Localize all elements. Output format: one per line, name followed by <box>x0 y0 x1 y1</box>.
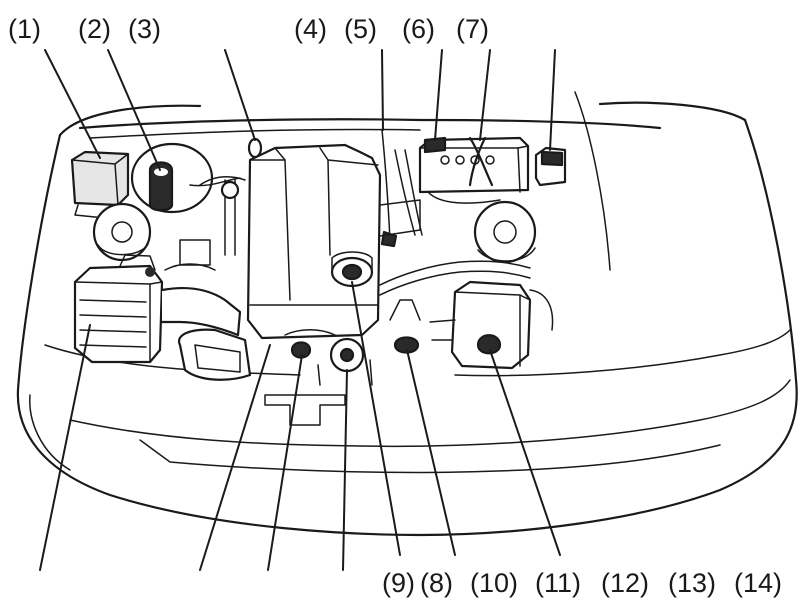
brake-master-cylinder <box>130 142 241 214</box>
callout-4: (4) <box>294 14 327 44</box>
callout-8: (8) <box>420 568 453 598</box>
leader-9 <box>199 344 271 571</box>
leader-lines-top <box>44 49 556 171</box>
leader-5 <box>434 49 443 141</box>
battery <box>418 136 530 204</box>
callout-labels-bottom: (9) (8) (10) (11) (12) (13) (14) <box>382 568 782 598</box>
callout-labels-top: (1) (2) (3) (4) (5) (6) (7) <box>8 14 489 44</box>
callout-11: (11) <box>535 568 581 598</box>
engine-right-hoses <box>379 149 531 296</box>
leader-8 <box>39 324 91 571</box>
dipstick <box>380 129 398 248</box>
callout-3: (3) <box>128 14 161 44</box>
vehicle-body-outline <box>16 91 798 537</box>
radiator-cap-area <box>389 299 421 354</box>
leader-2 <box>107 49 161 171</box>
coolant-reservoir <box>429 280 554 370</box>
leader-14 <box>489 349 561 556</box>
leader-4 <box>381 49 384 131</box>
leader-10 <box>267 354 303 571</box>
leader-1 <box>44 49 101 159</box>
callout-5: (5) <box>344 14 377 44</box>
leader-7 <box>549 49 556 151</box>
air-cleaner-box <box>73 254 164 364</box>
right-strut-tower <box>473 200 537 264</box>
callout-12: (12) <box>601 568 649 598</box>
front-engine-components <box>284 329 373 386</box>
callout-1: (1) <box>8 14 41 44</box>
callout-13: (13) <box>668 568 716 598</box>
right-relay-box <box>534 146 567 187</box>
callout-2: (2) <box>78 14 111 44</box>
left-strut-tower <box>92 202 152 262</box>
relay-box <box>70 150 130 219</box>
rear-hoses <box>164 175 246 271</box>
leader-3 <box>224 49 256 141</box>
callout-6: (6) <box>402 14 435 44</box>
cowl-wiring <box>78 118 662 139</box>
leader-11 <box>342 369 348 571</box>
callout-7: (7) <box>456 14 489 44</box>
intake-duct <box>160 286 252 381</box>
engine-cover <box>246 137 382 340</box>
leader-lines-bottom <box>39 281 561 571</box>
callout-10: (10) <box>470 568 518 598</box>
callout-14: (14) <box>734 568 782 598</box>
callout-9: (9) <box>382 568 415 598</box>
leader-12 <box>351 281 401 556</box>
leader-13 <box>406 349 456 556</box>
leader-6 <box>479 49 491 141</box>
